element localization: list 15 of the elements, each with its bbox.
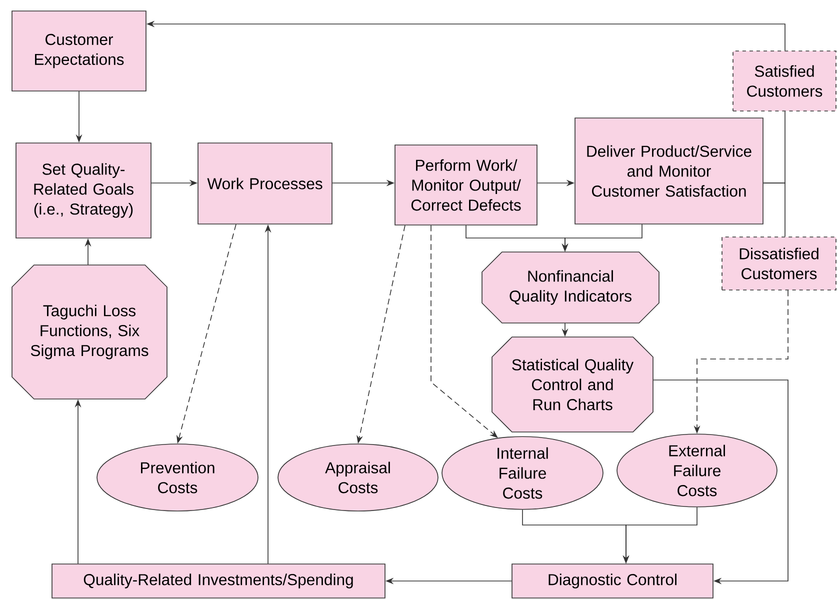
dashed-arrow [430,225,498,438]
process-box: Perform Work/ Monitor Output/ Correct Defects [394,144,538,226]
process-box: Quality-Related Investments/Spending [52,564,386,598]
process-box: Deliver Product/Service and Monitor Customer Satisfaction [574,118,764,224]
process-box: Work Processes [198,142,332,224]
process-box: Set Quality-Related Goals (i.e., Strategy) [16,142,152,238]
connector-line [763,182,786,237]
process-box: Customer Expectations [12,10,146,92]
octagon-box: Taguchi Loss Functions, Six Sigma Programs [12,264,168,400]
process-box: Dissatisfied Customers [722,236,836,290]
process-box: Satisfied Customers [732,50,836,112]
octagon-box: Statistical Quality Control and Run Charts [492,336,654,432]
process-box: Diagnostic Control [512,564,714,598]
arrow [652,380,788,584]
octagon-box: Nonfinancial Quality Indicators [482,252,660,324]
